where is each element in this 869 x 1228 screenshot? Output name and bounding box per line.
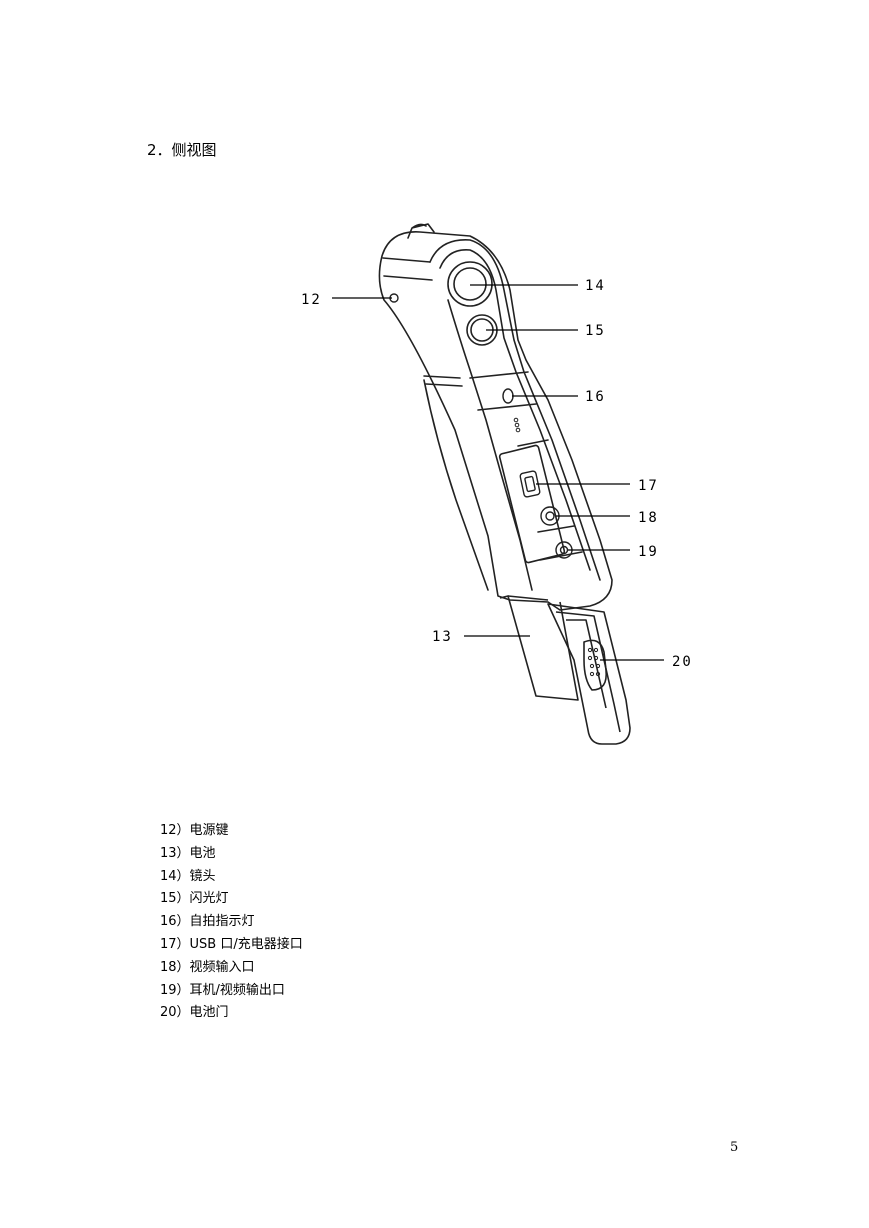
front-panel	[429, 239, 601, 581]
port-panel	[498, 444, 566, 564]
callout-16: 16	[585, 389, 606, 405]
side-seam	[447, 299, 533, 591]
top-button	[407, 223, 435, 239]
callout-13: 13	[432, 629, 453, 645]
list-item: 12）电源键	[160, 823, 229, 838]
parts-list: 12）电源键 13）电池 14）镜头 15）闪光灯 16）自拍指示灯 17）US…	[160, 820, 303, 1025]
list-item: 13）电池	[160, 845, 216, 861]
page-number: 5	[730, 1140, 739, 1155]
battery	[499, 595, 579, 701]
grip-back-edge	[423, 379, 489, 591]
grip-divider	[423, 375, 463, 387]
list-item: 14）镜头	[160, 868, 216, 884]
callout-15: 15	[585, 323, 606, 339]
callout-18: 18	[638, 510, 659, 526]
callout-17: 17	[638, 478, 659, 494]
status-dots	[513, 417, 521, 433]
section-title: 2．侧视图	[147, 141, 217, 159]
list-item: 18）视频输入口	[160, 959, 255, 975]
body-top-ridge	[382, 257, 433, 281]
self-timer-led	[502, 388, 514, 404]
list-item: 17）USB 口/充电器接口	[160, 936, 303, 952]
callout-14: 14	[585, 278, 606, 294]
callout-19: 19	[638, 544, 659, 560]
usb-port	[519, 470, 541, 498]
list-item: 16）自拍指示灯	[160, 914, 255, 930]
battery-door-grip-dots	[587, 647, 601, 677]
list-item: 20）电池门	[160, 1005, 229, 1021]
lower-band	[469, 371, 583, 561]
list-item: 19）耳机/视频输出口	[160, 982, 285, 998]
list-item: 15）闪光灯	[160, 891, 229, 907]
camera-body-outline	[378, 231, 613, 611]
callout-20: 20	[672, 654, 693, 670]
callout-12: 12	[301, 292, 322, 308]
battery-door	[547, 603, 631, 745]
lens	[447, 261, 493, 307]
